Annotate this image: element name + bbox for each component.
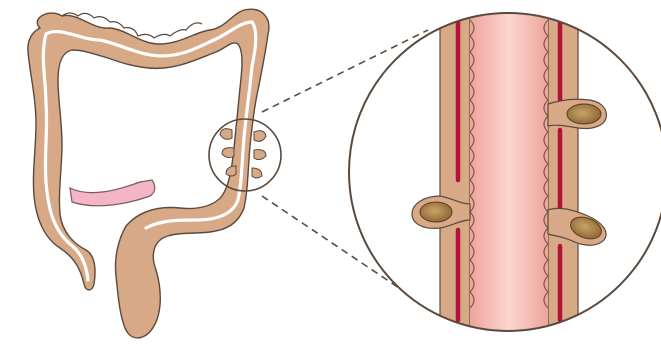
intestinal-wall-right xyxy=(548,0,578,344)
colon xyxy=(28,9,269,338)
magnified-view xyxy=(349,0,661,344)
intestinal-wall-left xyxy=(440,0,470,344)
diverticulum-right-upper xyxy=(548,99,606,128)
intestinal-lumen xyxy=(470,0,548,344)
small-intestine-segment xyxy=(70,180,155,206)
